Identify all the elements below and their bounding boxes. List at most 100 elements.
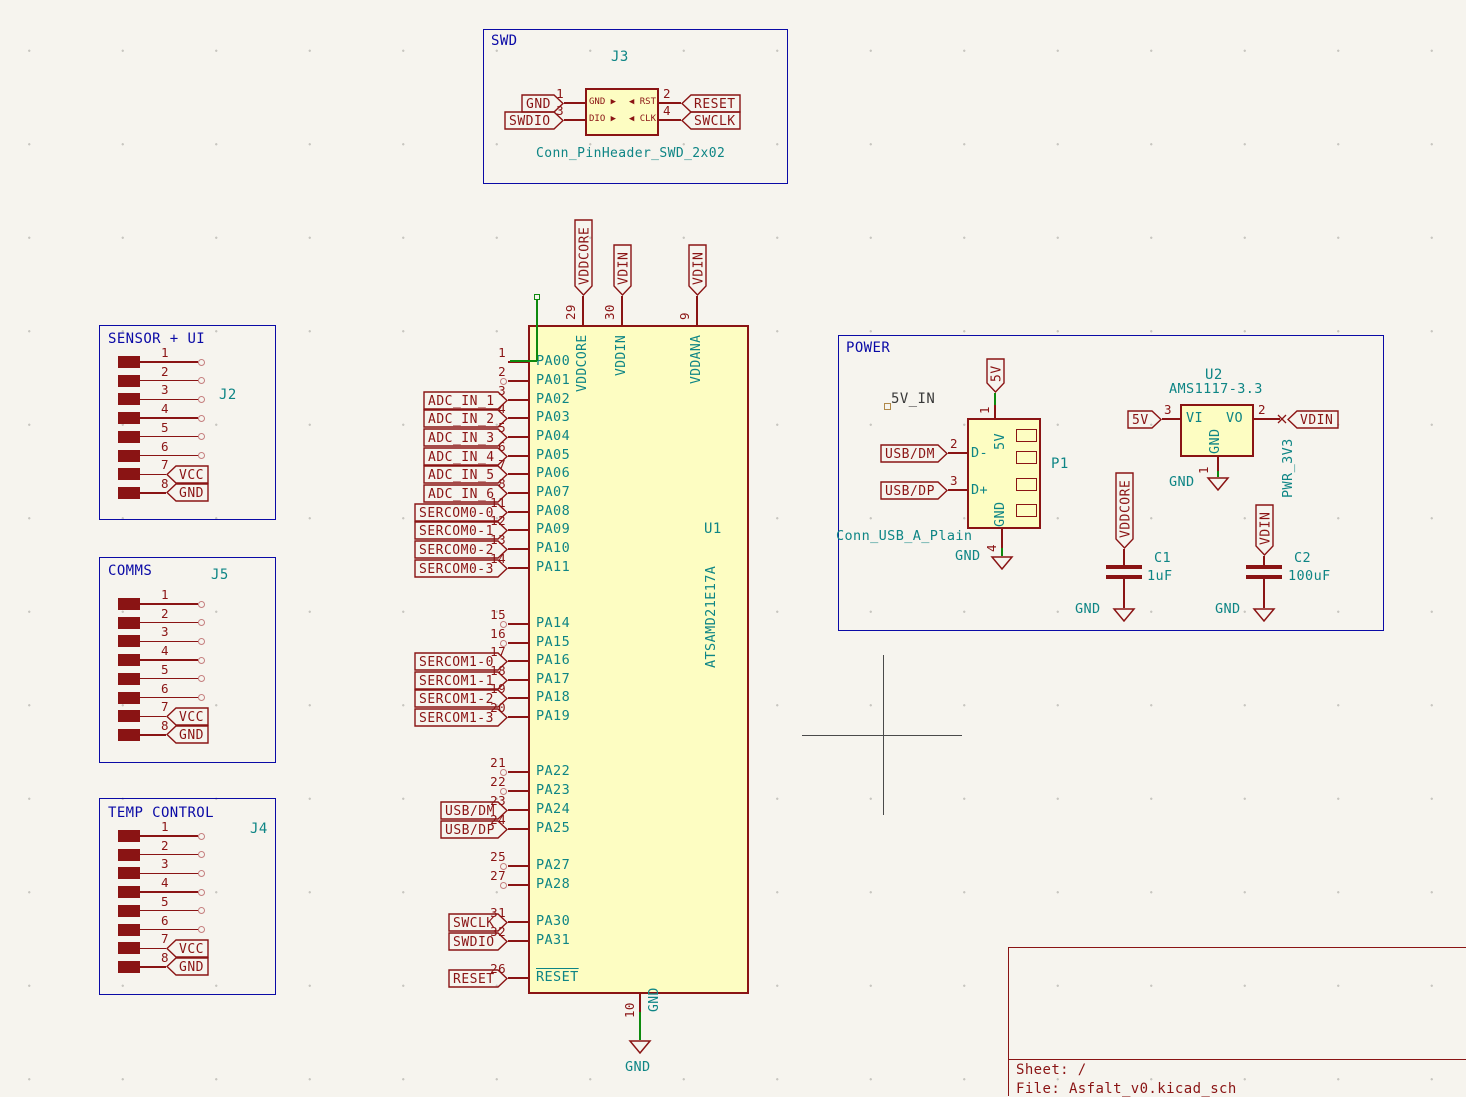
net-label[interactable]: VDDCORE — [1114, 472, 1134, 549]
wire[interactable] — [994, 393, 996, 405]
wire[interactable] — [1123, 579, 1125, 608]
pin-number[interactable]: 25 — [490, 849, 506, 864]
pin[interactable] — [140, 361, 198, 363]
net-label[interactable]: GND — [166, 725, 209, 745]
pin[interactable] — [140, 380, 198, 382]
j2-ref[interactable]: J2 — [219, 387, 237, 403]
pin-name[interactable]: PA06 — [536, 465, 571, 481]
pin[interactable] — [508, 940, 528, 942]
pin-number[interactable]: 1 — [977, 406, 992, 414]
swd-ref[interactable]: J3 — [611, 49, 629, 65]
connector-pin-pad[interactable] — [118, 848, 140, 861]
pin-number[interactable]: 8 — [161, 475, 169, 491]
connector-pin-pad[interactable] — [118, 728, 140, 741]
connector-pin-pad[interactable] — [118, 356, 140, 368]
pin-number[interactable]: 1 — [556, 86, 564, 101]
wire[interactable] — [1263, 556, 1265, 566]
pin-number[interactable]: 6 — [161, 912, 169, 928]
pin[interactable] — [508, 809, 528, 811]
pin[interactable] — [508, 660, 528, 662]
pin-number[interactable]: 15 — [490, 607, 506, 622]
pin[interactable] — [140, 872, 198, 875]
pin[interactable] — [140, 603, 198, 605]
connector-pin-pad[interactable] — [118, 960, 140, 973]
pin[interactable] — [140, 835, 198, 837]
pin[interactable] — [659, 119, 681, 121]
pin-number[interactable]: 6 — [161, 438, 169, 454]
net-label[interactable]: SERCOM1-0 — [414, 651, 508, 671]
pin-number[interactable]: 8 — [498, 476, 506, 491]
cap-plate[interactable] — [1246, 565, 1282, 569]
pin-name[interactable]: PA22 — [536, 763, 571, 779]
connector-pin-pad[interactable] — [118, 830, 140, 842]
gnd-symbol[interactable] — [1206, 477, 1230, 491]
swd-section-box[interactable] — [483, 29, 788, 184]
pin[interactable] — [508, 567, 528, 569]
pin-number[interactable]: 10 — [622, 1002, 637, 1018]
pin-number[interactable]: 8 — [161, 717, 169, 733]
pin-name[interactable]: PA23 — [536, 782, 571, 798]
pin[interactable] — [508, 380, 528, 382]
net-label[interactable]: GND — [166, 483, 209, 503]
pin[interactable] — [140, 966, 166, 968]
net-label[interactable]: SWCLK — [681, 110, 741, 130]
pin-number[interactable]: 29 — [563, 304, 578, 320]
pin-name[interactable]: PA15 — [536, 634, 571, 650]
power-section-title[interactable]: POWER — [846, 340, 891, 356]
usb-value[interactable]: Conn_USB_A_Plain — [836, 528, 973, 544]
pin[interactable] — [140, 492, 166, 494]
pin[interactable] — [659, 102, 681, 104]
net-label[interactable]: VDIN — [1287, 409, 1339, 429]
connector-pin-pad[interactable] — [118, 923, 140, 936]
pin[interactable] — [140, 696, 198, 699]
connector-pin-pad[interactable] — [118, 654, 140, 667]
5v-in-note[interactable]: 5V_IN — [891, 391, 936, 407]
connector-pin-pad[interactable] — [118, 904, 140, 917]
pin[interactable] — [140, 622, 198, 624]
j4-ref[interactable]: J4 — [250, 821, 268, 837]
net-label[interactable]: 5V — [1127, 409, 1162, 429]
pin-number[interactable]: 27 — [490, 868, 506, 883]
pin[interactable] — [140, 734, 166, 736]
connector-pin-pad[interactable] — [118, 691, 140, 704]
swd-connector-body[interactable] — [585, 88, 659, 136]
pin-name[interactable]: RESET — [536, 969, 579, 985]
net-label[interactable]: USB/DP — [880, 480, 948, 500]
pin-number[interactable]: 30 — [602, 304, 617, 320]
wire[interactable] — [639, 1012, 641, 1040]
pin[interactable] — [1217, 457, 1219, 471]
pin[interactable] — [140, 436, 198, 438]
pin-name[interactable]: PA09 — [536, 521, 571, 537]
net-label[interactable]: ADC_IN_3 — [423, 427, 508, 447]
pin-number[interactable]: 7 — [161, 931, 169, 947]
net-label[interactable]: SERCOM0-3 — [414, 558, 508, 578]
pin-number[interactable]: 6 — [161, 680, 169, 696]
pin[interactable] — [140, 891, 198, 893]
pin[interactable] — [696, 296, 698, 325]
net-label[interactable]: ADC_IN_6 — [423, 483, 508, 503]
pin[interactable] — [508, 436, 528, 438]
pin[interactable] — [508, 697, 528, 699]
pin-number[interactable]: 1 — [498, 345, 506, 360]
net-label[interactable]: SWDIO — [504, 110, 564, 130]
wire[interactable] — [1263, 579, 1265, 608]
pin-name[interactable]: PA02 — [536, 391, 571, 407]
c2-ref[interactable]: C2 — [1294, 550, 1312, 566]
pin[interactable] — [140, 640, 198, 643]
swd-value[interactable]: Conn_PinHeader_SWD_2x02 — [536, 146, 726, 161]
pin-name[interactable]: GND — [647, 987, 662, 1012]
pin-name[interactable]: PA05 — [536, 447, 571, 463]
connector-pin-pad[interactable] — [118, 468, 140, 481]
pin[interactable] — [508, 642, 528, 644]
pin[interactable] — [140, 659, 198, 661]
net-label[interactable]: USB/DM — [880, 443, 948, 463]
net-label[interactable]: USB/DM — [440, 800, 508, 820]
pin-name[interactable]: PA01 — [536, 372, 571, 388]
j5-ref[interactable]: J5 — [211, 567, 229, 583]
pin[interactable] — [508, 921, 528, 923]
cap-plate[interactable] — [1106, 575, 1142, 579]
regulator-body[interactable] — [1180, 404, 1254, 457]
pin-name[interactable]: PA11 — [536, 559, 571, 575]
pin-number[interactable]: 16 — [490, 626, 506, 641]
pin[interactable] — [508, 492, 528, 494]
